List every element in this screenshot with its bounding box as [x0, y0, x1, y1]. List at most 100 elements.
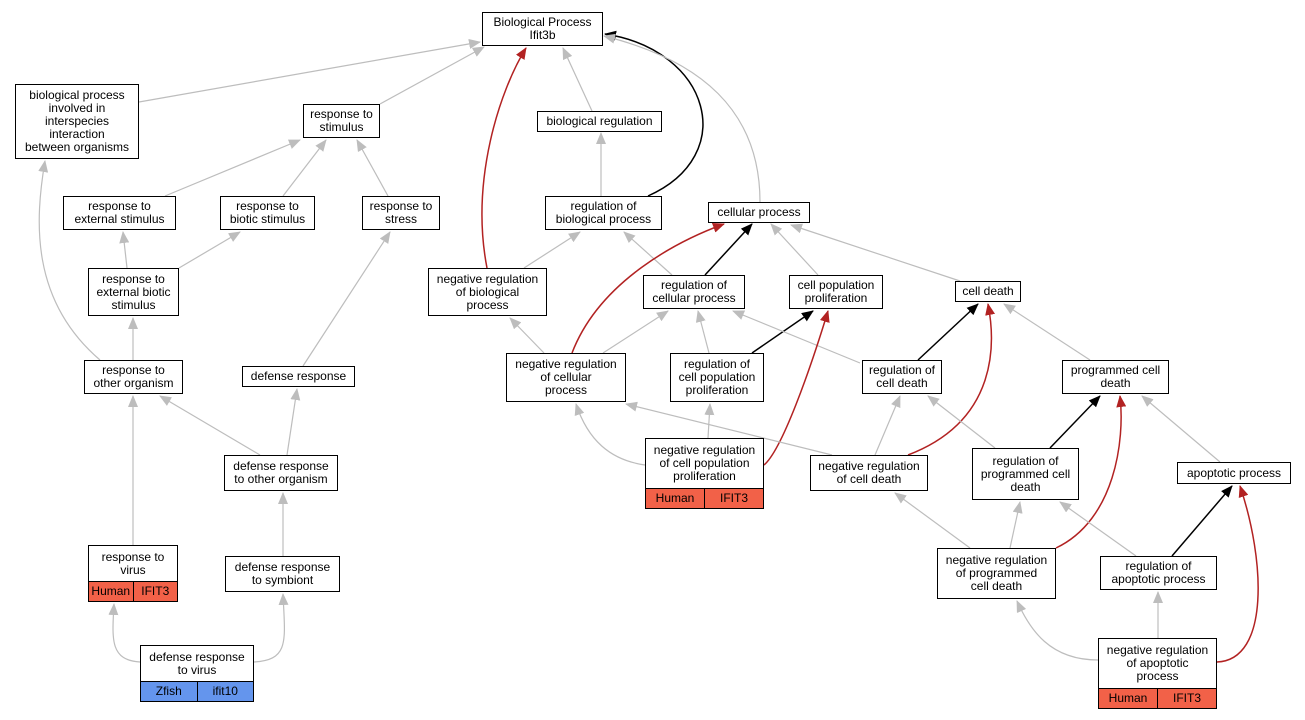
edge-def_virus-to-def_symbiont	[253, 593, 289, 663]
node-label: response to stimulus	[310, 107, 373, 134]
node-label: biological regulation	[546, 114, 653, 128]
node-resp-stimulus: response to stimulus	[303, 104, 380, 138]
node-apoptotic: apoptotic process	[1177, 462, 1291, 484]
edge-resp_ext_biotic-to-resp_biotic	[178, 231, 241, 269]
annotation-gene: IFIT3	[132, 582, 178, 601]
edge-neg_reg_apop-to-apoptotic	[1216, 485, 1259, 663]
node-label: apoptotic process	[1186, 465, 1282, 480]
annotation-gene: ifit10	[196, 682, 254, 701]
node-neg-reg-apop: negative regulation of apoptotic process…	[1098, 638, 1217, 709]
edge-def_other-to-resp_other	[159, 395, 261, 456]
edge-reg_death-to-cell_death	[917, 303, 979, 361]
node-cell-proc: cellular process	[708, 202, 810, 223]
edge-reg_apop-to-reg_pcd	[1059, 501, 1137, 557]
edge-cell_prolif-to-cell_proc	[770, 223, 819, 276]
annotation-gene: IFIT3	[704, 489, 763, 508]
edge-reg_death-to-reg_cell	[732, 310, 861, 364]
node-label: negative regulation of cell death	[818, 459, 920, 486]
edge-reg_prolif-to-reg_cell	[695, 310, 710, 354]
annotation-species: Human	[655, 491, 695, 505]
node-reg-cell: regulation of cellular process	[643, 275, 745, 309]
edge-neg_reg_bio-to-reg_bio	[523, 231, 581, 269]
edge-pcd-to-cell_death	[1003, 303, 1091, 361]
edge-layer	[38, 30, 1259, 663]
annotation-row: Zfish ifit10	[141, 681, 253, 701]
edge-resp_stress-to-resp_stimulus	[356, 139, 389, 197]
node-bio-reg: biological regulation	[537, 111, 662, 132]
edge-neg_reg_prolif-to-cell_prolif	[763, 310, 830, 466]
node-neg-reg-cell: negative regulation of cellular process	[506, 353, 626, 402]
node-label: response to stress	[369, 199, 433, 226]
node-label: defense response to symbiont	[234, 560, 331, 587]
node-label: regulation of programmed cell death	[980, 453, 1071, 494]
edge-neg_reg_cell-to-neg_reg_bio	[509, 317, 545, 354]
edge-neg_reg_prolif-to-neg_reg_cell	[574, 403, 646, 466]
node-label: response to biotic stimulus	[229, 199, 306, 226]
annotation-species: Human	[91, 584, 131, 598]
edge-interspecies-to-root	[138, 38, 481, 103]
node-neg-reg-prolif: negative regulation of cell population p…	[645, 438, 764, 509]
node-reg-pcd: regulation of programmed cell death	[972, 448, 1079, 500]
edge-neg_reg_prolif-to-reg_prolif	[704, 403, 715, 439]
node-label: cell death	[962, 284, 1014, 298]
node-label: programmed cell death	[1070, 363, 1161, 390]
node-label: defense response to other organism	[233, 459, 329, 486]
edge-neg_reg_death-to-reg_death	[874, 395, 901, 456]
edge-defense-to-resp_stress	[302, 231, 391, 367]
edge-apoptotic-to-pcd	[1141, 395, 1221, 463]
edge-neg_reg_bio-to-root	[481, 47, 527, 269]
node-label: negative regulation of cellular process	[515, 357, 617, 397]
node-defense: defense response	[242, 366, 355, 387]
node-label: response to external biotic stimulus	[96, 271, 171, 312]
node-interspecies: biological process involved in interspec…	[15, 84, 139, 159]
node-root: Biological Process Ifit3b	[482, 12, 603, 46]
node-label: cell population proliferation	[797, 278, 875, 305]
node-pcd: programmed cell death	[1062, 360, 1169, 394]
edge-reg_apop-to-apoptotic	[1171, 485, 1233, 557]
node-label: regulation of apoptotic process	[1111, 559, 1206, 586]
node-label: regulation of cell population proliferat…	[678, 357, 756, 397]
edge-neg_reg_pcd-to-neg_reg_death	[894, 492, 971, 549]
node-label: regulation of cellular process	[652, 278, 736, 305]
annotation-species: Human	[1108, 691, 1148, 705]
edge-reg_prolif-to-cell_prolif	[751, 310, 814, 354]
edge-resp_biotic-to-resp_stimulus	[282, 139, 327, 197]
edge-cell_death-to-cell_proc	[790, 223, 961, 282]
node-neg-reg-pcd: negative regulation of programmed cell d…	[937, 548, 1056, 599]
edge-resp_stimulus-to-root	[379, 46, 485, 105]
node-label: cellular process	[717, 205, 801, 219]
node-resp-biotic: response to biotic stimulus	[220, 196, 315, 230]
node-label: regulation of biological process	[555, 199, 652, 226]
node-label: biological process involved in interspec…	[24, 88, 130, 154]
edge-neg_reg_pcd-to-pcd	[1055, 395, 1127, 549]
annotation-species: Zfish	[155, 684, 182, 698]
node-reg-prolif: regulation of cell population proliferat…	[670, 353, 764, 402]
node-label: Biological Process Ifit3b	[493, 15, 592, 42]
node-cell-death: cell death	[955, 281, 1021, 302]
node-label: negative regulation of cell population p…	[653, 443, 756, 483]
edge-bio_reg-to-root	[562, 47, 593, 112]
node-label: negative regulation of biological proces…	[436, 271, 539, 312]
node-cell-prolif: cell population proliferation	[789, 275, 883, 309]
node-label: defense response to virus	[149, 649, 245, 677]
node-def-symbiont: defense response to symbiont	[225, 556, 340, 592]
edge-reg_pcd-to-reg_death	[927, 395, 996, 449]
edge-neg_reg_apop-to-neg_reg_pcd	[1016, 600, 1099, 661]
node-label: negative regulation of apoptotic process	[1106, 643, 1209, 683]
edge-reg_pcd-to-pcd	[1049, 395, 1101, 449]
annotation-row: Human IFIT3	[646, 488, 763, 508]
node-label: defense response	[250, 369, 347, 383]
edge-def_other-to-defense	[286, 388, 301, 456]
edge-resp_ext-to-resp_stimulus	[164, 139, 301, 197]
edge-reg_cell-to-reg_bio	[623, 231, 673, 276]
edge-neg_reg_death-to-cell_death	[907, 303, 996, 456]
node-reg-bio: regulation of biological process	[545, 196, 662, 230]
node-neg-reg-bio: negative regulation of biological proces…	[428, 268, 547, 316]
node-label: regulation of cell death	[868, 363, 936, 390]
node-reg-apop: regulation of apoptotic process	[1100, 556, 1217, 590]
edge-neg_reg_pcd-to-reg_pcd	[1009, 501, 1023, 549]
node-resp-stress: response to stress	[362, 196, 440, 230]
